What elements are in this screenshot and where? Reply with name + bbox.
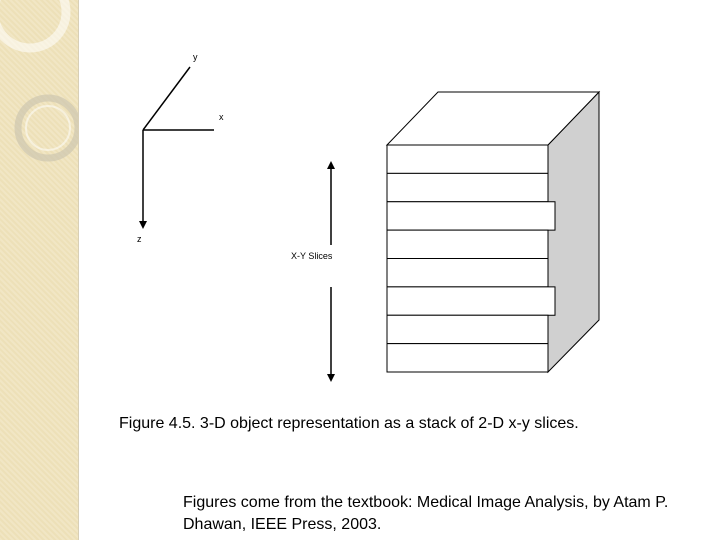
slice [386,229,549,259]
slice [386,343,549,373]
figure-caption: Figure 4.5. 3-D object representation as… [119,415,579,432]
slice [386,172,549,203]
source-note: Figures come from the textbook: Medical … [183,494,669,533]
x-axis-label: x [219,112,224,122]
coordinate-axes: y x z [137,52,224,244]
decorative-rings [0,0,78,162]
z-axis-label: z [137,234,142,244]
slice-outset [386,286,556,316]
decorative-side-panel [0,0,79,540]
slice [386,144,549,174]
slice-outset [386,201,556,231]
slices-label: X-Y Slices [291,251,333,261]
slice [386,258,549,288]
y-axis-label: y [193,52,198,62]
slice-stack-block [385,90,601,374]
y-axis-line [142,66,191,131]
slice-rows [386,144,556,373]
slice [386,314,549,345]
slices-indicator: X-Y Slices [291,161,335,382]
